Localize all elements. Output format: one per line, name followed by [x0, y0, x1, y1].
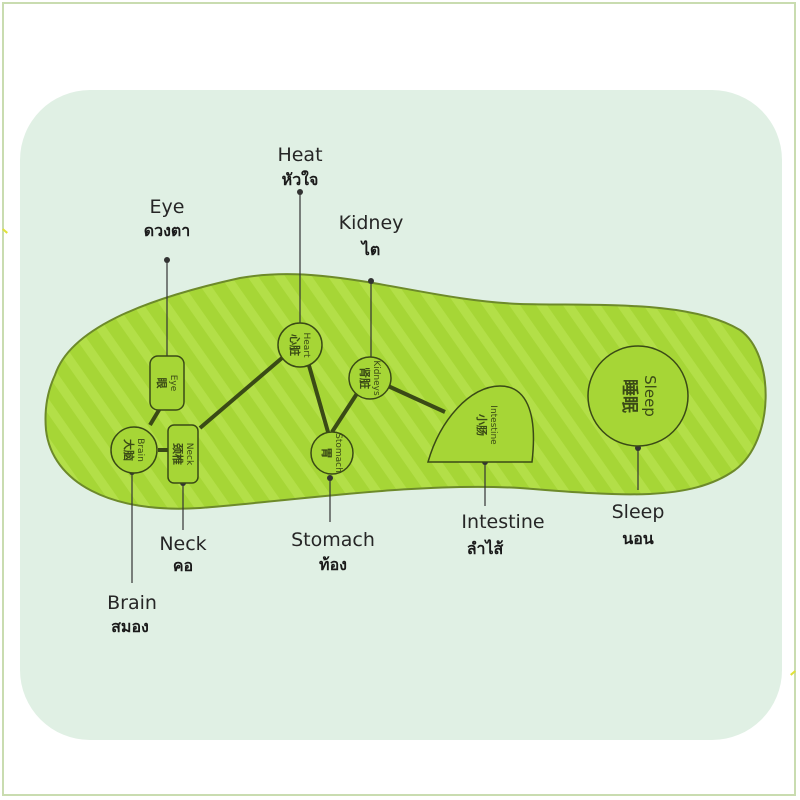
- heat-label-th: หัวใจ: [282, 170, 319, 189]
- insole-shape: [44, 273, 767, 510]
- intestine-node-en: Intestine: [488, 405, 498, 445]
- neck-label-th: คอ: [173, 556, 193, 575]
- node-connectors: [148, 356, 446, 452]
- heat-label: Heat หัวใจ: [277, 144, 322, 189]
- stomach-node-cn: 胃: [320, 448, 333, 459]
- eye-label-th: ดวงตา: [144, 221, 191, 240]
- stomach-node: Stomach 胃: [310, 431, 354, 475]
- stomach-label: Stomach ท้อง: [291, 529, 375, 574]
- intestine-label: Intestine ลำไส้: [461, 511, 544, 558]
- neck-node: Neck 颈椎: [167, 424, 199, 484]
- heart-node: Heart 心脏: [277, 322, 323, 368]
- sleep-label-th: นอน: [622, 529, 654, 548]
- eye-node-en: Eye: [168, 375, 178, 392]
- brain-node-cn: 大脑: [122, 439, 136, 461]
- sleep-label: Sleep นอน: [612, 501, 665, 548]
- kidney-label-th: ไต: [360, 240, 380, 259]
- kidneys-node: Kidneys 肾脏: [348, 356, 392, 400]
- sleep-node-en: Sleep: [641, 375, 659, 417]
- heart-node-en: Heart: [301, 332, 311, 358]
- kidney-label: Kidney ไต: [339, 212, 404, 259]
- neck-label-en: Neck: [159, 533, 206, 555]
- eye-node-cn: 眼: [155, 378, 168, 389]
- sleep-label-en: Sleep: [612, 501, 665, 523]
- callout-lines: [131, 192, 639, 583]
- kidneys-node-cn: 肾脏: [358, 367, 372, 389]
- neck-node-en: Neck: [184, 443, 194, 466]
- neck-label: Neck คอ: [159, 533, 206, 575]
- neck-node-cn: 颈椎: [171, 443, 185, 465]
- stomach-label-th: ท้อง: [319, 555, 347, 574]
- heat-label-en: Heat: [277, 144, 322, 166]
- brain-label: Brain สมอง: [107, 592, 157, 636]
- eye-label-en: Eye: [150, 196, 185, 218]
- brain-label-en: Brain: [107, 592, 157, 614]
- brain-label-th: สมอง: [111, 617, 149, 636]
- kidney-label-en: Kidney: [339, 212, 404, 234]
- brain-node-en: Brain: [135, 438, 145, 462]
- kidneys-node-en: Kidneys: [371, 360, 381, 396]
- sleep-node: Sleep 睡眠: [587, 345, 689, 447]
- eye-node: Eye 眼: [149, 355, 185, 411]
- intestine-node: Intestine 小肠: [427, 385, 535, 463]
- sleep-node-cn: 睡眠: [619, 379, 640, 413]
- intestine-node-cn: 小肠: [475, 413, 489, 436]
- stomach-label-en: Stomach: [291, 529, 375, 551]
- brain-node: Brain 大脑: [110, 426, 158, 474]
- intestine-label-th: ลำไส้: [467, 539, 504, 558]
- intestine-label-en: Intestine: [461, 511, 544, 533]
- heart-node-cn: 心脏: [288, 334, 302, 356]
- eye-label: Eye ดวงตา: [144, 196, 191, 240]
- stomach-node-en: Stomach: [333, 433, 343, 473]
